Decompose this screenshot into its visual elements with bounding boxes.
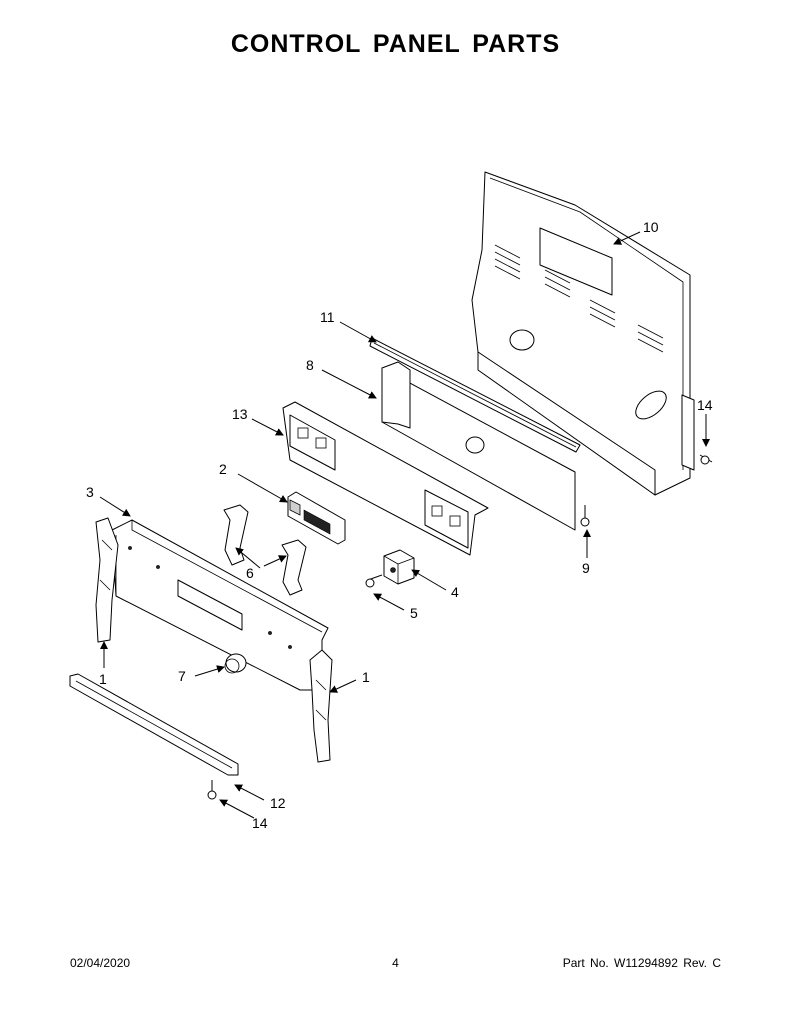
callout-10: 10 <box>643 219 659 235</box>
shield-bracket-part-8 <box>381 361 576 531</box>
callout-13: 13 <box>232 406 248 422</box>
callout-11: 11 <box>320 309 335 325</box>
end-cap-part-1-left <box>95 517 119 643</box>
callout-6: 6 <box>246 565 254 581</box>
callout-1-right: 1 <box>362 669 370 685</box>
end-cap-part-1-right <box>309 649 333 763</box>
callout-7: 7 <box>178 668 186 684</box>
callout-1-left: 1 <box>99 671 107 687</box>
footer-page-number: 4 <box>392 956 399 970</box>
housing-frame-part-13 <box>282 401 489 556</box>
control-board-part-2 <box>287 491 346 545</box>
callout-9: 9 <box>582 560 590 576</box>
callout-3: 3 <box>86 484 94 500</box>
rear-panel-part-10 <box>471 171 695 496</box>
screw-part-5 <box>365 574 383 588</box>
callout-14-lower: 14 <box>252 815 268 831</box>
control-panel-part-3 <box>111 519 329 691</box>
callout-8: 8 <box>306 357 314 373</box>
screw-part-14-upper <box>699 454 713 465</box>
callout-14-upper: 14 <box>697 397 713 413</box>
callout-12: 12 <box>270 795 286 811</box>
trim-strip-part-12 <box>69 673 239 776</box>
screw-part-9 <box>580 505 590 527</box>
bracket-part-6-lower <box>281 539 307 596</box>
footer-part-number: Part No. W11294892 Rev. C <box>562 956 721 970</box>
footer-date: 02/04/2020 <box>70 956 131 970</box>
bracket-part-6-upper <box>223 504 249 566</box>
page-title: CONTROL PANEL PARTS <box>230 30 561 58</box>
callout-5: 5 <box>410 605 418 621</box>
callout-2: 2 <box>219 461 227 477</box>
knob-part-7 <box>224 653 247 674</box>
leader-arrows <box>99 231 710 819</box>
screw-part-14-lower <box>207 780 217 800</box>
switch-part-4 <box>383 549 415 585</box>
callout-4: 4 <box>451 584 459 600</box>
top-strip-part-11 <box>369 337 581 453</box>
